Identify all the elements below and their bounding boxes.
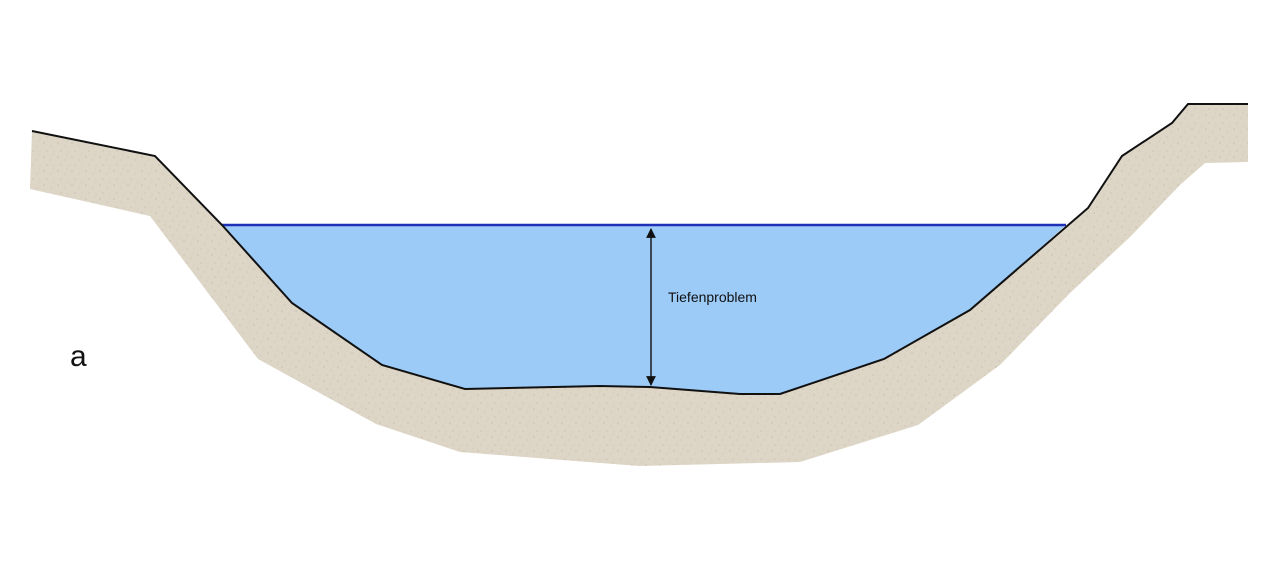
riverbed-sediment <box>30 104 1248 466</box>
panel-label: a <box>70 340 87 373</box>
depth-label: Tiefenproblem <box>668 289 757 305</box>
water-body <box>222 225 1066 394</box>
bank-outline <box>31 103 1248 395</box>
